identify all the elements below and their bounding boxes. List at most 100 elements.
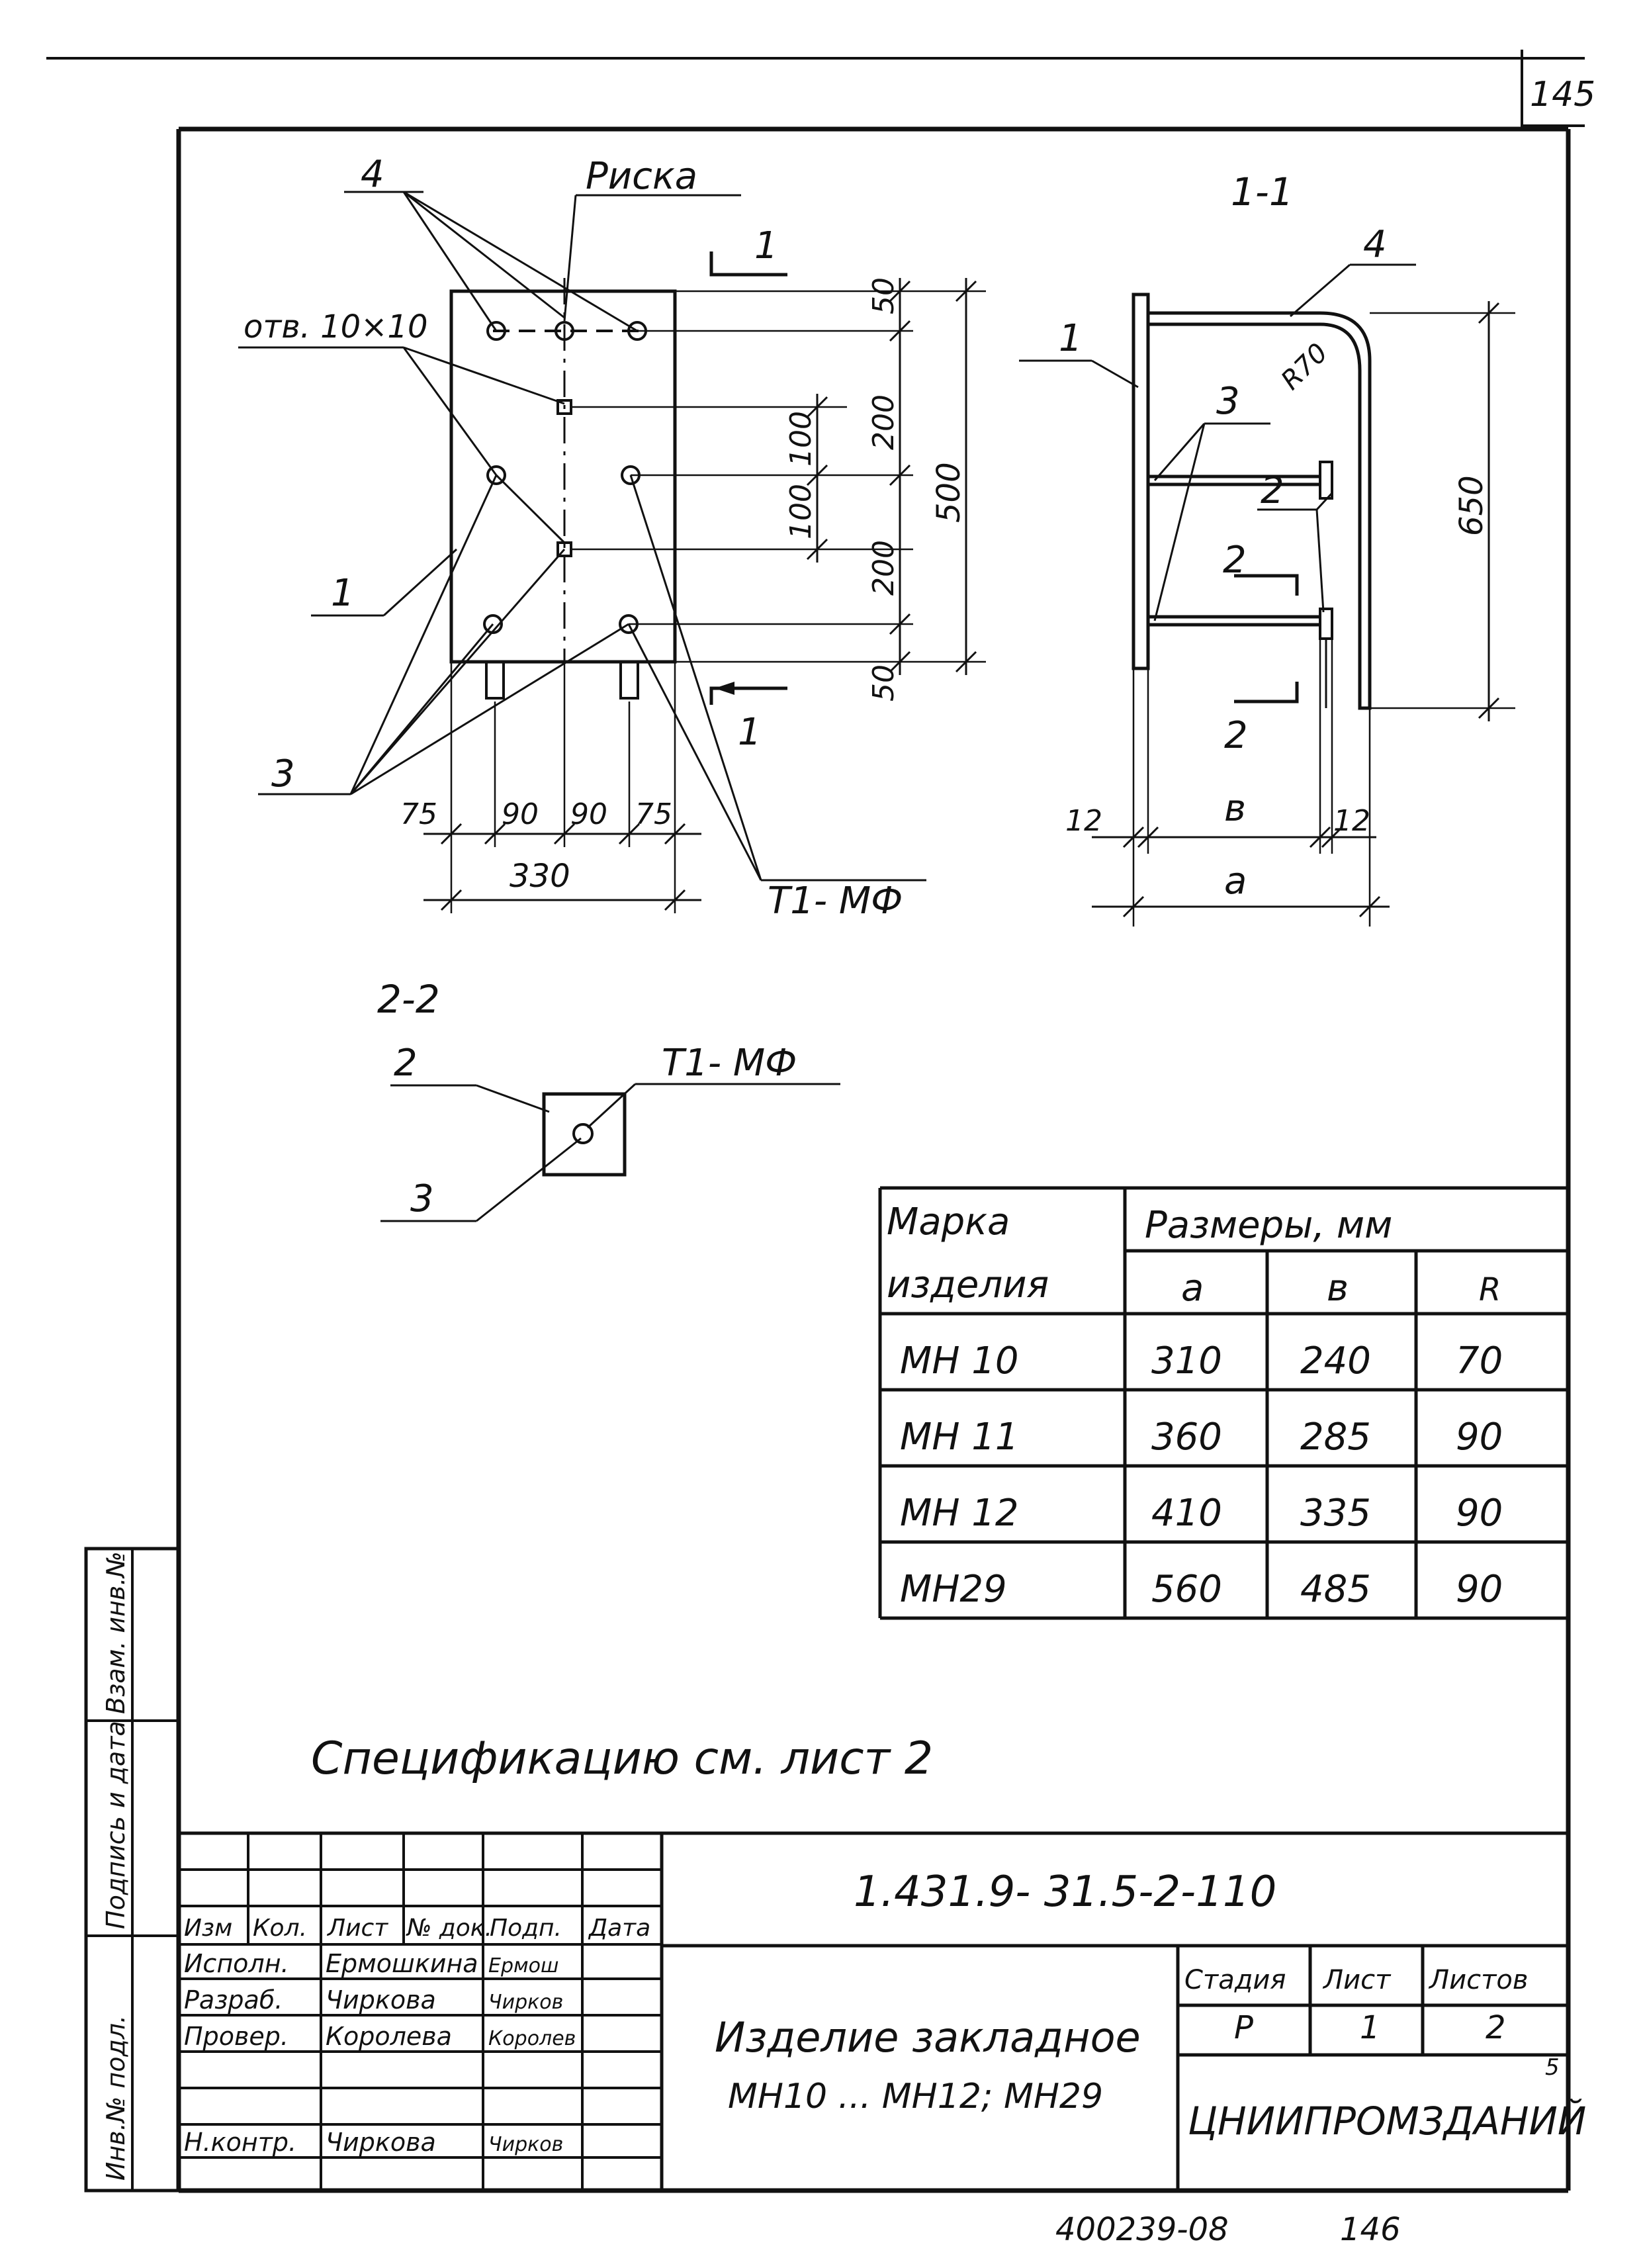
cut2-top-label: 2 (1223, 539, 1247, 582)
stage-header: Стадия (1184, 1965, 1286, 1995)
cut2-bottom-label: 2 (1224, 714, 1248, 757)
role-signature: Чирков (488, 2133, 563, 2156)
table-col-r: R (1479, 1271, 1501, 1308)
role-label: Провер. (184, 2022, 289, 2051)
s11-dim-a: а (1224, 860, 1247, 903)
header-izm: Изм (184, 1915, 232, 1942)
s11-pos3-label: 3 (1216, 380, 1240, 423)
s22-weld-label: Т1- МФ (662, 1042, 797, 1085)
plate-outline (449, 289, 677, 664)
role-label: Н.контр. (184, 2128, 296, 2157)
table-row-a: 310 (1151, 1339, 1222, 1383)
table-row-r: 70 (1456, 1339, 1503, 1383)
dim-v-200-top: 200 (867, 394, 901, 450)
table-row-b: 485 (1300, 1568, 1371, 1611)
s22-pos2-label: 2 (394, 1042, 418, 1085)
dim-v-500-total: 500 (930, 462, 967, 523)
role-signature: Королев (488, 2027, 576, 2050)
table-row-b: 335 (1300, 1492, 1371, 1535)
side-stamp-sign-date: Подпись и дата (101, 1721, 130, 1929)
specification-note: Спецификацию см. лист 2 (311, 1733, 933, 1785)
table-row-mark: МН29 (900, 1568, 1007, 1611)
front-pos4-label: 4 (361, 153, 384, 196)
role-label: Разраб. (184, 1985, 283, 2015)
table-col-b: в (1327, 1267, 1349, 1310)
role-name: Чиркова (326, 1985, 436, 2015)
s22-plate (542, 1092, 627, 1177)
dim-h-75-left: 75 (400, 797, 437, 831)
s11-dim-b: в (1224, 787, 1246, 830)
corner-sheet-number: 145 (1530, 75, 1595, 114)
s11-radius-label: R70 (1275, 338, 1333, 396)
header-kol: Кол. (253, 1915, 307, 1942)
sheet-header: Лист (1322, 1965, 1392, 1995)
front-weld-label: Т1- МФ (768, 880, 903, 923)
product-title: Изделие закладное (715, 2013, 1141, 2062)
table-row-r: 90 (1456, 1568, 1503, 1611)
s11-dim-12-left: 12 (1065, 804, 1102, 838)
table-col-a: а (1181, 1267, 1204, 1310)
header-doc-no: № док. (406, 1915, 492, 1942)
side-stamp-replace: Взам. инв.№ (101, 1551, 130, 1714)
organization-mark: 5 (1545, 2054, 1560, 2081)
s11-pos4-label: 4 (1363, 223, 1387, 266)
section-1-1-title: 1-1 (1231, 169, 1294, 214)
header-date: Дата (588, 1915, 650, 1942)
front-pos1-label: 1 (331, 572, 355, 615)
table-header-mark-2: изделия (887, 1263, 1049, 1306)
role-signature: Чирков (488, 1991, 563, 2014)
dim-v-200-bottom: 200 (867, 540, 901, 596)
role-name: Чиркова (326, 2128, 436, 2157)
archive-page: 146 (1340, 2211, 1401, 2248)
table-header-sizes: Размеры, мм (1145, 1204, 1392, 1247)
stage-value: Р (1234, 2009, 1253, 2046)
s11-plate (1132, 293, 1150, 670)
table-row-a: 560 (1151, 1568, 1222, 1611)
front-view: 4 Риска отв. 10×10 1 3 Т1- МФ 1 1 (238, 153, 986, 923)
holes-label: отв. 10×10 (244, 308, 428, 345)
table-row-mark: МН 11 (900, 1416, 1018, 1459)
dim-h-90-right: 90 (570, 797, 607, 831)
sheet-value: 1 (1360, 2009, 1380, 2046)
table-row-b: 285 (1300, 1416, 1371, 1459)
dim-h-90-left: 90 (502, 797, 539, 831)
cut1-bottom-label: 1 (738, 711, 762, 754)
role-name: Королева (326, 2022, 452, 2051)
size-table: Марка изделия Размеры, мм а в R МН 10 31… (878, 1186, 1568, 1620)
table-row-a: 360 (1151, 1416, 1222, 1459)
table-row-r: 90 (1456, 1416, 1503, 1459)
s11-dim-12-right: 12 (1333, 804, 1370, 838)
section-2-2: 2-2 2 3 Т1- МФ (377, 977, 840, 1222)
side-stamp-inv-no: Инв.№ подл. (101, 2015, 130, 2181)
dim-v-100-a: 100 (784, 411, 818, 467)
header-list: Лист (326, 1915, 388, 1942)
dim-h-75-right: 75 (635, 797, 672, 831)
role-label: Исполн. (184, 1949, 289, 1978)
doc-code: 1.431.9- 31.5-2-110 (854, 1868, 1276, 1917)
header-sign: Подп. (490, 1915, 562, 1942)
s11-pos2-label: 2 (1261, 469, 1284, 512)
cut1-top-label: 1 (754, 224, 778, 267)
s11-pos1-label: 1 (1059, 317, 1083, 360)
table-row-r: 90 (1456, 1492, 1503, 1535)
riska-label: Риска (586, 155, 697, 198)
product-marks: МН10 ... МН12; МН29 (728, 2077, 1103, 2116)
s11-dim-650: 650 (1453, 475, 1490, 536)
table-row-b: 240 (1300, 1339, 1371, 1383)
sheets-value: 2 (1486, 2009, 1506, 2046)
role-name: Ермошкина (326, 1949, 478, 1978)
sheets-header: Листов (1428, 1965, 1528, 1995)
section-1-1: 1-1 4 R70 1 3 2 2 2 (1019, 169, 1515, 927)
archive-code: 400239-08 (1055, 2211, 1229, 2248)
s22-pos3-label: 3 (410, 1177, 434, 1220)
section-2-2-title: 2-2 (377, 977, 440, 1022)
table-header-mark-1: Марка (887, 1201, 1010, 1244)
organization: ЦНИИПРОМЗДАНИЙ (1188, 2098, 1586, 2144)
table-row-mark: МН 10 (900, 1339, 1018, 1383)
table-row-a: 410 (1151, 1492, 1222, 1535)
dim-h-330-total: 330 (510, 858, 570, 895)
title-block: 1.431.9- 31.5-2-110 Изм Кол. Лист № док.… (179, 1831, 1586, 2191)
role-signature: Ермош (488, 1954, 558, 1977)
dim-v-50-bottom: 50 (867, 664, 901, 702)
